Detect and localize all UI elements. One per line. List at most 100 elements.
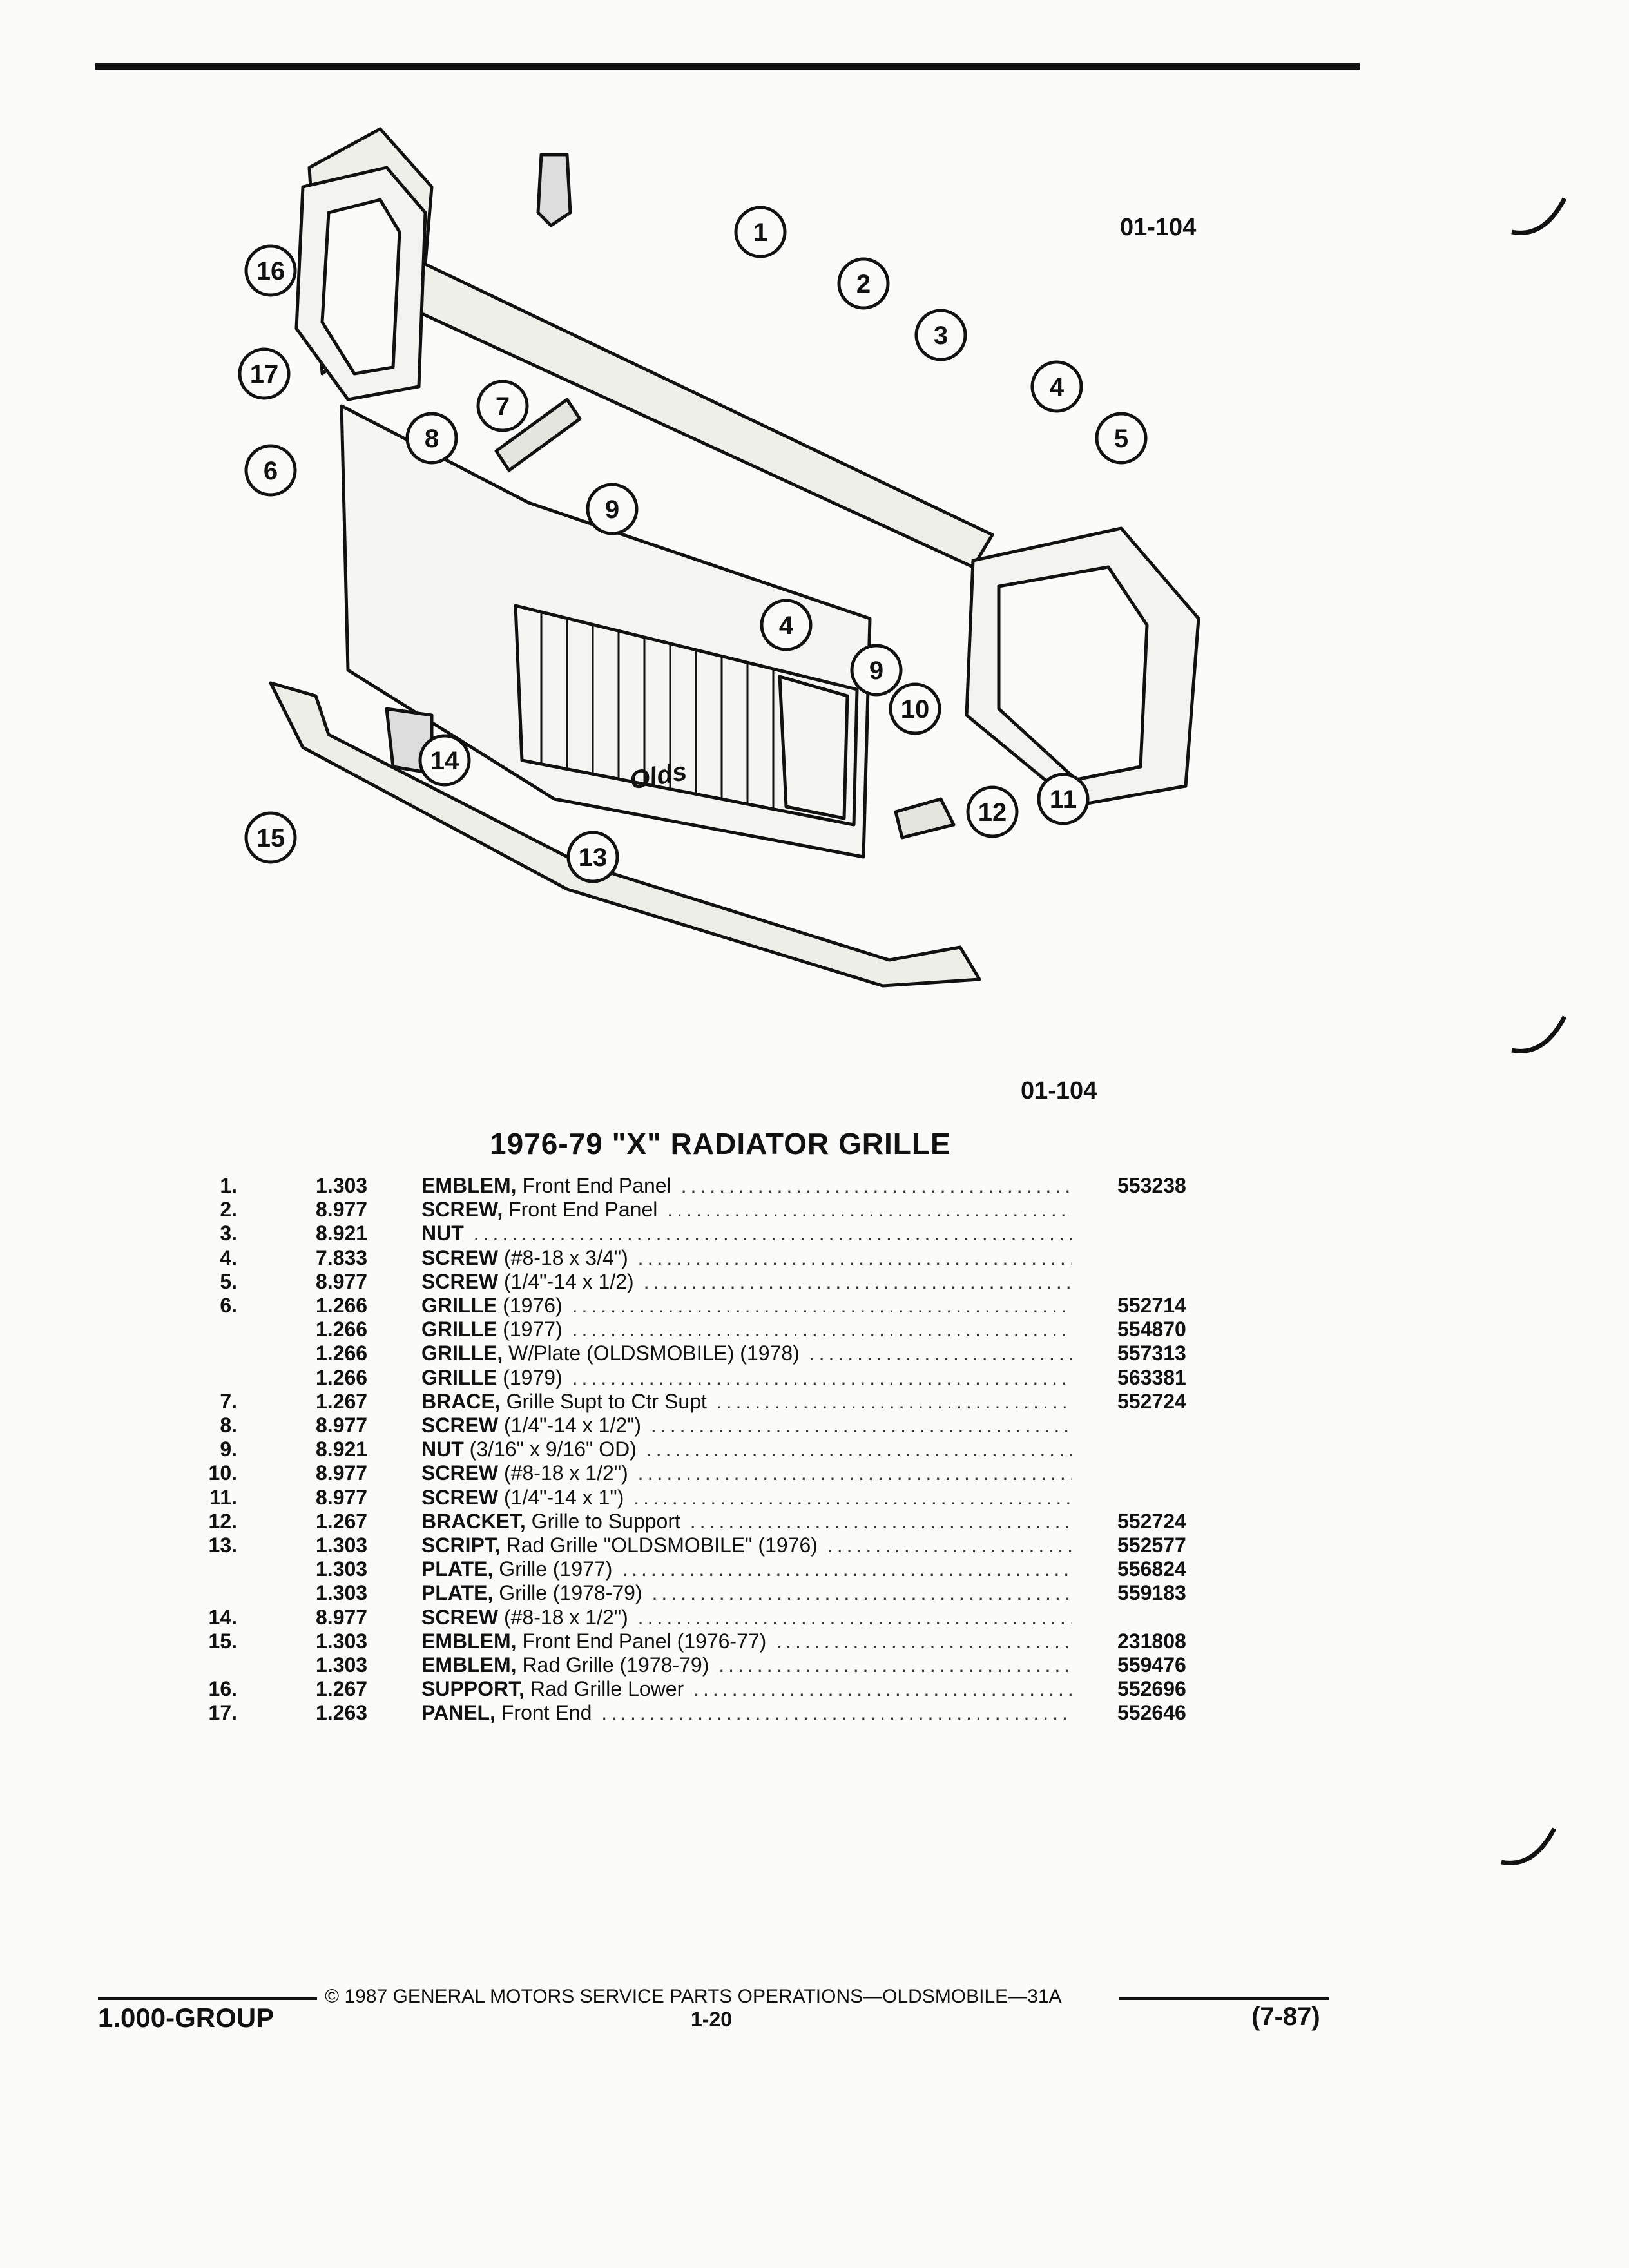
leader-dots: ........................................… (680, 1174, 1072, 1197)
part-detail: Rad Grille (1978-79) (516, 1653, 709, 1677)
callout-label: 13 (579, 843, 608, 872)
callout-label: 8 (425, 425, 439, 453)
group-number: 1.266 (316, 1318, 368, 1341)
footer-page-number: 1-20 (691, 2008, 733, 2031)
part-description: PANEL, Front End .......................… (421, 1701, 1072, 1725)
group-number: 1.303 (316, 1581, 368, 1605)
leader-dots: ........................................… (650, 1414, 1072, 1437)
callout-label: 5 (1114, 425, 1128, 453)
callout-circle (476, 380, 529, 432)
part-description: SCREW (1/4"-14 x 1/2") .................… (421, 1414, 1072, 1437)
part-description: SCREW (#8-18 x 1/2") ...................… (421, 1606, 1072, 1629)
group-number: 1.303 (316, 1557, 368, 1581)
binder-tick-icon (1511, 1015, 1567, 1053)
top-rule (95, 63, 1360, 70)
callout-label: 1 (753, 218, 767, 247)
part-detail: (#8-18 x 1/2") (498, 1605, 628, 1629)
part-detail: (1/4"-14 x 1") (498, 1485, 624, 1509)
part-detail: Grille (1978-79) (493, 1581, 642, 1605)
callout-circle (238, 347, 291, 400)
part-name: EMBLEM, (421, 1653, 517, 1677)
catalog-part-number: 563381 (1117, 1365, 1186, 1389)
callout-label: 3 (934, 322, 948, 350)
part-detail: (#8-18 x 1/2") (498, 1461, 628, 1485)
part-detail: (1/4"-14 x 1/2) (498, 1269, 634, 1293)
part-detail: Grille Supt to Ctr Supt (500, 1389, 707, 1413)
leader-dots: ........................................… (716, 1389, 1072, 1413)
group-number: 1.267 (316, 1389, 368, 1413)
group-number: 1.303 (316, 1629, 368, 1653)
leader-dots: ........................................… (693, 1677, 1072, 1701)
brace-part (494, 398, 582, 472)
part-description: SCREW (1/4"-14 x 1/2) ..................… (421, 1270, 1072, 1294)
leader-dots: ........................................… (809, 1341, 1072, 1365)
group-number: 1.266 (316, 1294, 368, 1317)
part-description: PLATE, Grille (1978-79) ................… (421, 1581, 1072, 1605)
catalog-part-number: 552714 (1117, 1294, 1186, 1317)
callout-label: 9 (605, 495, 619, 524)
group-number: 1.303 (316, 1174, 368, 1197)
leader-dots: ........................................… (572, 1294, 1072, 1317)
part-description: EMBLEM, Front End Panel ................… (421, 1174, 1072, 1198)
part-number: 14. (208, 1605, 237, 1629)
catalog-part-number: 553238 (1117, 1174, 1186, 1197)
group-number: 1.266 (316, 1365, 368, 1389)
part-number: 4. (220, 1245, 237, 1269)
part-description: SUPPORT, Rad Grille Lower ..............… (421, 1677, 1072, 1701)
grille-frame (340, 404, 872, 859)
emblem-part (536, 153, 572, 227)
part-detail: (#8-18 x 3/4") (498, 1245, 628, 1269)
leader-dots: ........................................… (651, 1581, 1073, 1605)
parts-row: 1.303 559183 PLATE, Grille (1978-79) .....… (0, 1581, 1629, 1605)
part-name: SCREW (421, 1414, 499, 1437)
part-detail: Front End Panel (1976-77) (516, 1629, 767, 1653)
catalog-part-number: 559183 (1117, 1581, 1186, 1605)
part-detail: (1/4"-14 x 1/2") (498, 1414, 642, 1437)
leader-dots: ........................................… (637, 1605, 1072, 1629)
part-description: SCREW (#8-18 x 3/4") ...................… (421, 1246, 1072, 1270)
part-number: 11. (209, 1485, 237, 1509)
part-description: EMBLEM, Front End Panel (1976-77) ......… (421, 1629, 1072, 1653)
part-detail: Rad Grille Lower (525, 1677, 684, 1701)
part-description: SCREW (1/4"-14 x 1") ...................… (421, 1486, 1072, 1510)
callout-circle (760, 599, 813, 651)
footer-group: 1.000-GROUP (98, 2003, 275, 2033)
callout-circle (405, 412, 458, 465)
callout-circle (586, 483, 639, 535)
leader-dots: ........................................… (637, 1245, 1072, 1269)
part-name: PLATE, (421, 1557, 494, 1581)
part-number: 7. (220, 1389, 237, 1413)
part-name: SCREW (421, 1485, 499, 1509)
leader-dots: ........................................… (646, 1437, 1072, 1461)
part-detail: (1979) (497, 1365, 563, 1389)
part-name: GRILLE, (421, 1341, 503, 1365)
callout-circle (1030, 360, 1083, 413)
part-name: GRILLE (421, 1294, 497, 1317)
callout-circle (244, 244, 297, 297)
part-number: 16. (208, 1677, 237, 1701)
part-description: GRILLE (1977) ..........................… (421, 1318, 1072, 1341)
part-number: 6. (220, 1294, 237, 1317)
part-name: GRILLE (421, 1318, 497, 1341)
bracket-part (894, 797, 956, 840)
part-name: PANEL, (421, 1701, 496, 1725)
part-description: GRILLE (1976) ..........................… (421, 1294, 1072, 1318)
group-number: 8.921 (316, 1437, 368, 1461)
part-description: SCREW, Front End Panel .................… (421, 1198, 1072, 1222)
part-number: 3. (220, 1222, 237, 1245)
leader-dots: ........................................… (572, 1318, 1072, 1341)
catalog-part-number: 552724 (1117, 1389, 1186, 1413)
part-detail: Front End Panel (503, 1198, 658, 1222)
part-description: NUT (3/16" x 9/16" OD) .................… (421, 1437, 1072, 1461)
